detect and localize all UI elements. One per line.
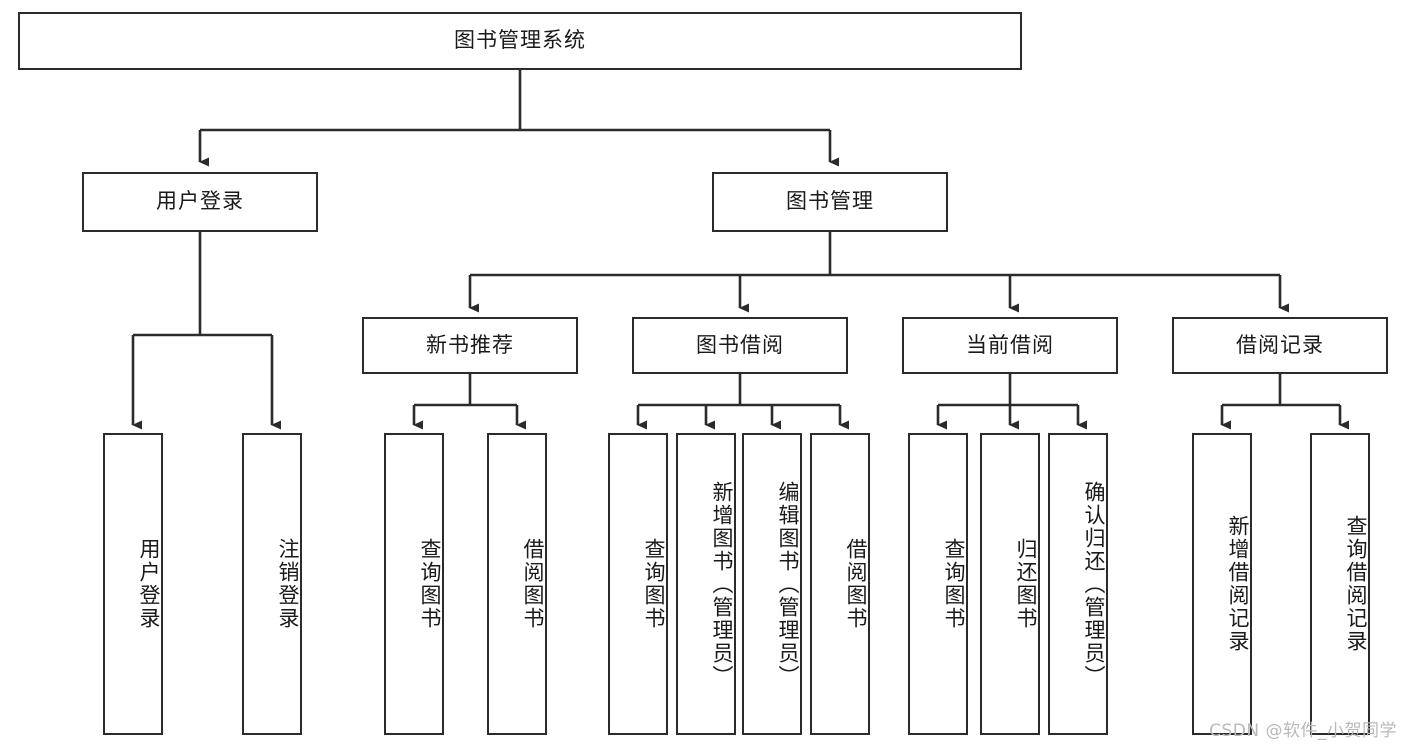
watermark-text: CSDN @软件_小贺同学 [1209,721,1397,741]
node-root-book-management-system[interactable]: 图书管理系统 [18,12,1022,70]
node-label: 查询图书 [942,538,966,630]
leaf-borrow-borrow-book[interactable]: 借阅图书 [810,433,870,735]
node-label: 查询借阅记录 [1344,515,1368,653]
node-borrow-record[interactable]: 借阅记录 [1172,317,1388,374]
node-label: 注销登录 [276,538,300,630]
node-current-borrow[interactable]: 当前借阅 [902,317,1118,374]
node-label: 新书推荐 [426,332,514,357]
node-label: 归还图书 [1014,538,1038,630]
node-label: 查询图书 [642,538,666,630]
node-label: 图书借阅 [696,332,784,357]
leaf-current-confirm-return-admin[interactable]: 确认归还（管理员） [1048,433,1108,735]
node-label: 新增图书（管理员） [710,480,734,688]
node-book-borrow[interactable]: 图书借阅 [632,317,848,374]
leaf-record-add-record[interactable]: 新增借阅记录 [1192,433,1252,735]
leaf-user-login-login[interactable]: 用户登录 [103,433,163,735]
leaf-current-query-book[interactable]: 查询图书 [908,433,968,735]
leaf-borrow-add-book-admin[interactable]: 新增图书（管理员） [676,433,736,735]
node-label: 图书管理系统 [454,28,586,53]
leaf-borrow-edit-book-admin[interactable]: 编辑图书（管理员） [742,433,802,735]
node-label: 用户登录 [137,538,161,630]
node-label: 当前借阅 [966,332,1054,357]
node-label: 借阅图书 [521,538,545,630]
node-label: 新增借阅记录 [1226,515,1250,653]
node-label: 图书管理 [786,189,874,214]
node-label: 借阅记录 [1236,332,1324,357]
node-label: 确认归还（管理员） [1082,480,1106,688]
node-user-login[interactable]: 用户登录 [82,172,318,232]
leaf-record-query-record[interactable]: 查询借阅记录 [1310,433,1370,735]
leaf-borrow-query-book[interactable]: 查询图书 [608,433,668,735]
node-label: 借阅图书 [844,538,868,630]
node-label: 查询图书 [418,538,442,630]
node-new-book-recommend[interactable]: 新书推荐 [362,317,578,374]
leaf-new-book-query[interactable]: 查询图书 [384,433,444,735]
leaf-user-login-logout[interactable]: 注销登录 [242,433,302,735]
node-label: 用户登录 [156,189,244,214]
node-book-management[interactable]: 图书管理 [712,172,948,232]
leaf-new-book-borrow[interactable]: 借阅图书 [487,433,547,735]
leaf-current-return-book[interactable]: 归还图书 [980,433,1040,735]
node-label: 编辑图书（管理员） [776,480,800,688]
